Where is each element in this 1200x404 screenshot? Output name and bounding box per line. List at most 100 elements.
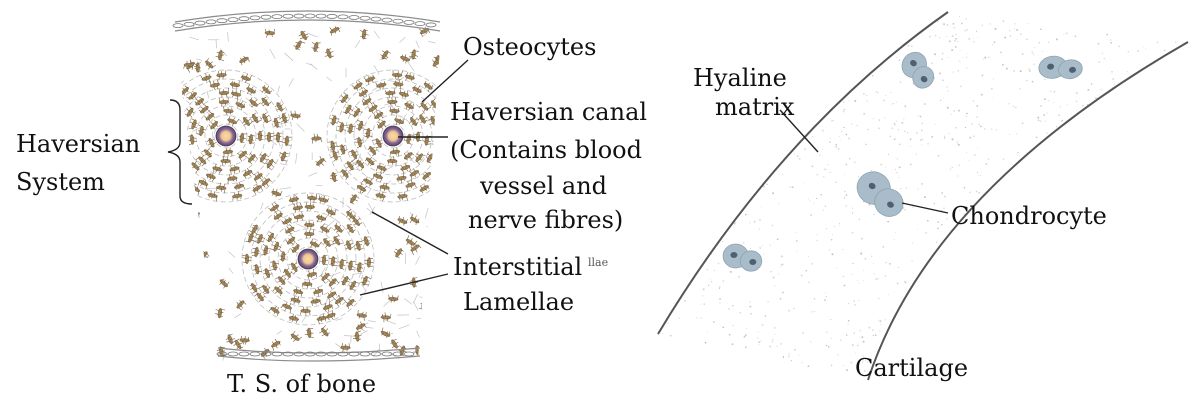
matrix-speckle <box>1050 90 1051 91</box>
matrix-speckle <box>942 270 943 271</box>
matrix-speckle <box>666 109 667 110</box>
matrix-speckle <box>989 23 991 25</box>
matrix-speckle <box>804 372 806 374</box>
matrix-speckle <box>1090 169 1092 171</box>
matrix-speckle <box>701 33 703 35</box>
matrix-speckle <box>671 204 673 206</box>
matrix-speckle <box>659 353 661 355</box>
matrix-speckle <box>662 302 663 303</box>
matrix-speckle <box>939 37 940 38</box>
matrix-speckle <box>984 292 985 293</box>
matrix-speckle <box>1161 106 1162 107</box>
matrix-speckle <box>859 300 860 301</box>
matrix-speckle <box>699 223 701 225</box>
matrix-speckle <box>1033 64 1034 65</box>
matrix-speckle <box>1056 303 1057 304</box>
matrix-speckle <box>921 183 923 185</box>
osteocyte <box>412 345 423 356</box>
matrix-speckle <box>848 100 849 101</box>
matrix-speckle <box>703 347 705 349</box>
matrix-speckle <box>856 39 857 40</box>
matrix-speckle <box>763 374 765 376</box>
interstitial-stroke <box>404 299 411 305</box>
matrix-speckle <box>854 332 856 334</box>
matrix-speckle <box>1063 242 1064 243</box>
matrix-speckle <box>1046 112 1047 113</box>
interstitial-stroke <box>228 32 229 41</box>
matrix-speckle <box>748 214 749 215</box>
matrix-speckle <box>745 214 747 216</box>
matrix-speckle <box>994 317 996 319</box>
matrix-speckle <box>889 334 891 336</box>
matrix-speckle <box>1087 89 1089 91</box>
matrix-speckle <box>911 260 913 262</box>
matrix-speckle <box>819 155 820 156</box>
matrix-speckle <box>952 35 954 37</box>
matrix-speckle <box>1086 248 1088 250</box>
matrix-speckle <box>880 164 882 166</box>
matrix-speckle <box>700 379 701 380</box>
matrix-speckle <box>980 175 981 176</box>
matrix-speckle <box>995 28 997 30</box>
matrix-speckle <box>941 58 943 60</box>
matrix-speckle <box>699 124 700 125</box>
matrix-speckle <box>807 29 809 31</box>
matrix-speckle <box>912 328 913 329</box>
matrix-speckle <box>803 182 804 183</box>
matrix-speckle <box>744 48 745 49</box>
matrix-speckle <box>947 91 948 92</box>
osteocyte <box>169 123 180 134</box>
matrix-speckle <box>976 105 978 107</box>
matrix-speckle <box>709 40 710 41</box>
matrix-speckle <box>1073 302 1075 304</box>
matrix-speckle <box>1182 42 1183 43</box>
matrix-speckle <box>1082 105 1084 107</box>
matrix-speckle <box>917 188 918 189</box>
matrix-speckle <box>835 144 837 146</box>
matrix-speckle <box>1125 268 1126 269</box>
matrix-speckle <box>680 242 682 244</box>
interstitial-stroke <box>399 325 410 329</box>
matrix-speckle <box>1045 121 1046 122</box>
matrix-speckle <box>952 167 953 168</box>
matrix-speckle <box>1030 254 1031 255</box>
matrix-speckle <box>777 62 779 64</box>
matrix-speckle <box>681 157 683 159</box>
osteocyte <box>329 149 341 162</box>
matrix-speckle <box>852 232 854 234</box>
matrix-speckle <box>958 110 960 112</box>
matrix-speckle <box>695 194 696 195</box>
osteocyte <box>350 106 363 119</box>
matrix-speckle <box>950 252 952 254</box>
matrix-speckle <box>808 75 809 76</box>
matrix-speckle <box>706 375 707 376</box>
matrix-speckle <box>955 46 957 48</box>
matrix-speckle <box>1075 35 1077 37</box>
matrix-speckle <box>911 334 912 335</box>
matrix-speckle <box>1173 137 1175 139</box>
matrix-speckle <box>905 33 907 35</box>
matrix-speckle <box>982 25 983 26</box>
matrix-speckle <box>1174 260 1175 261</box>
matrix-speckle <box>1164 92 1165 93</box>
matrix-speckle <box>863 113 865 115</box>
matrix-speckle <box>663 221 664 222</box>
interstitial-stroke <box>425 208 428 218</box>
osteocyte <box>180 144 191 157</box>
matrix-speckle <box>686 28 687 29</box>
matrix-speckle <box>805 57 807 59</box>
matrix-speckle <box>1185 364 1186 365</box>
osteocyte <box>399 53 412 65</box>
periosteum-cell <box>404 20 414 24</box>
matrix-speckle <box>957 41 958 42</box>
matrix-speckle <box>1156 263 1158 265</box>
matrix-speckle <box>1026 80 1027 81</box>
matrix-speckle <box>777 346 778 347</box>
matrix-speckle <box>1184 110 1185 111</box>
osteocyte <box>330 234 343 247</box>
matrix-speckle <box>874 13 875 14</box>
osteocyte <box>310 41 321 53</box>
matrix-speckle <box>734 169 735 170</box>
matrix-speckle <box>816 198 818 200</box>
interstitial-stroke <box>175 67 177 73</box>
